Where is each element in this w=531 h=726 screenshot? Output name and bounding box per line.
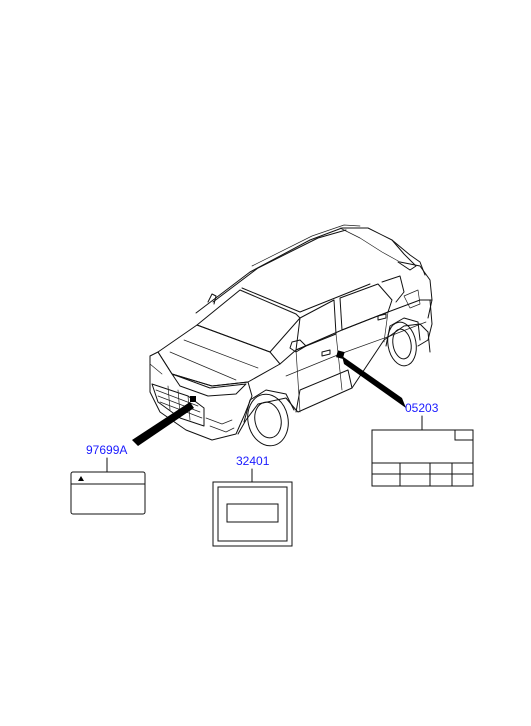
vehicle-illustration: [149, 224, 433, 447]
part-callout-97699A[interactable]: 97699A: [70, 443, 146, 515]
caution-label-97699A: [70, 471, 146, 515]
leader-wedge-05203: [342, 356, 406, 408]
part-callout-05203[interactable]: 05203: [371, 401, 474, 487]
part-label-05203[interactable]: 05203: [405, 401, 439, 415]
sticker-marker-05203: [336, 350, 345, 359]
warning-triangle-icon: [78, 476, 84, 481]
part-callout-32401[interactable]: 32401: [212, 454, 293, 547]
part-label-97699A[interactable]: 97699A: [86, 443, 127, 457]
tire-pressure-label-05203: [371, 429, 474, 487]
sticker-marker-97699A: [190, 396, 196, 402]
leader-wedge-97699A: [132, 402, 194, 446]
part-label-32401[interactable]: 32401: [236, 454, 270, 468]
